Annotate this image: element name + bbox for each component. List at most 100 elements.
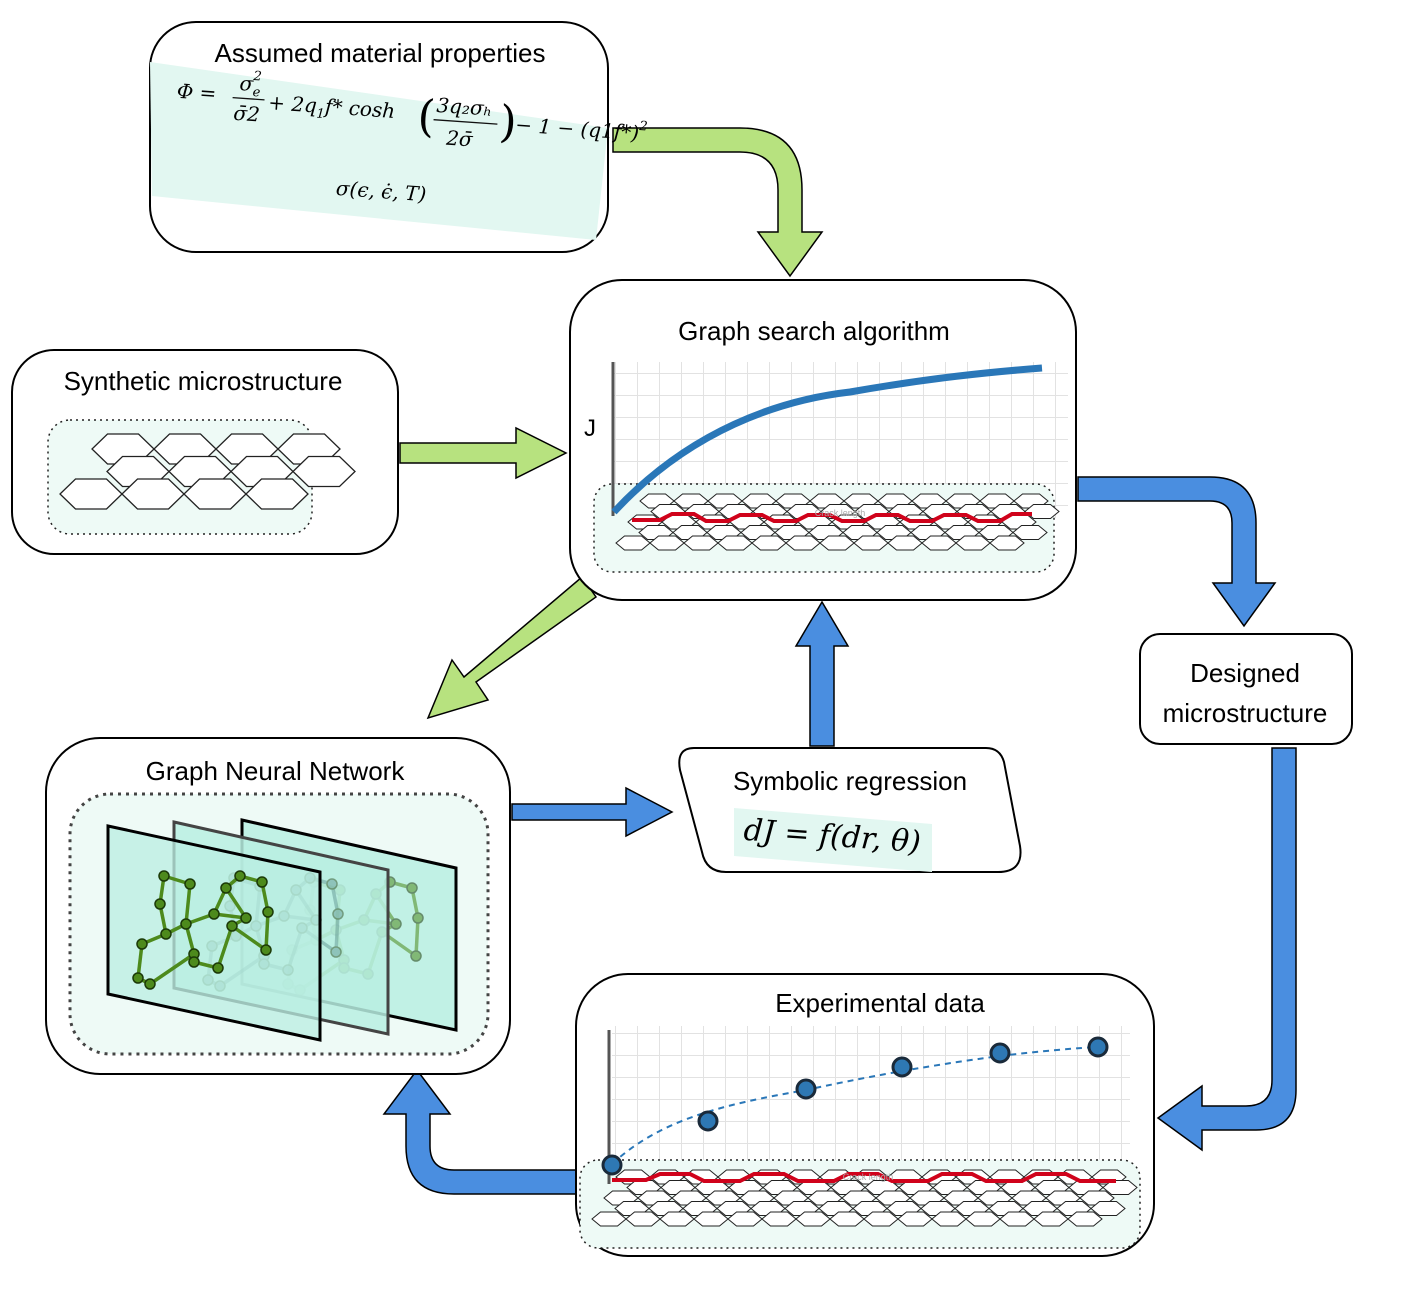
gnn-node (160, 928, 172, 940)
gnn-node (220, 882, 232, 894)
graph-search-x-label: Crack length (815, 508, 866, 518)
lattice-grain (1102, 1180, 1138, 1195)
lattice-grain (863, 1211, 899, 1227)
experimental-data-point (795, 1078, 817, 1100)
lattice-grain (717, 535, 753, 551)
graph-search-j-curve (611, 364, 1043, 515)
gnn-node (240, 912, 252, 924)
arrow-experimental-to-gnn (382, 1068, 577, 1195)
gnn-node (330, 946, 342, 958)
lattice-grain (819, 535, 855, 551)
lattice-grain (121, 478, 185, 510)
gnn-edge (184, 883, 192, 925)
gnn-node (260, 944, 272, 956)
gnn-edge (414, 917, 420, 957)
graph-search-lattice (615, 493, 1060, 551)
lattice-grain (751, 535, 787, 551)
experimental-title: Experimental data (775, 988, 985, 1018)
lattice-grain (853, 535, 889, 551)
eq1-inner-num: 3q₂σₕ (436, 93, 493, 121)
lattice-grain (183, 478, 247, 510)
gnn-edge (216, 925, 234, 969)
synthetic-lattice (59, 433, 356, 510)
eq1-term2: + 2q1f* cosh (267, 90, 396, 127)
gnn-edge (334, 913, 340, 953)
gnn-node (212, 962, 224, 974)
lattice-grain (989, 535, 1025, 551)
gnn-node (410, 950, 422, 962)
assumed-title: Assumed material properties (215, 38, 546, 68)
lattice-grain (1090, 1201, 1126, 1216)
eq1-frac-den: σ̄2 (233, 101, 261, 127)
eq1-frac-bar (232, 96, 265, 101)
assumed-equation-1: Φ = σe2 σ̄2 + 2q1f* cosh ( 3q₂σₕ 2σ̄ ) −… (176, 69, 648, 152)
gnn-node (332, 908, 344, 920)
lattice-grain (1012, 525, 1048, 540)
lattice-grain (625, 1211, 661, 1227)
experimental-x-label: Crack length (843, 1172, 894, 1182)
experimental-data-point (989, 1042, 1011, 1064)
graph-search-title: Graph search algorithm (678, 316, 950, 346)
experimental-data-point (891, 1056, 913, 1078)
arrow-synthetic-to-search (399, 426, 568, 480)
gnn-title: Graph Neural Network (146, 756, 406, 786)
lattice-grain (955, 535, 991, 551)
gnn-node (144, 978, 156, 990)
gnn-node (132, 972, 144, 984)
gnn-node (262, 906, 274, 918)
gnn-edge (264, 911, 270, 951)
arrow-symbolic-to-search (794, 600, 850, 747)
lattice-grain (1024, 504, 1060, 519)
designed-microstructure-box (1139, 633, 1353, 745)
gnn-node (136, 938, 148, 950)
lattice-grain (693, 1211, 729, 1227)
graph-search-y-label: J (584, 415, 596, 442)
gnn-node (154, 898, 166, 910)
gnn-node (412, 912, 424, 924)
lattice-grain (727, 1211, 763, 1227)
graph-search-crack-path (632, 512, 1032, 523)
gnn-node (226, 920, 238, 932)
lattice-grain (649, 535, 685, 551)
designed-title-line1: Designed (1190, 658, 1300, 688)
gnn-edge (330, 883, 340, 915)
lattice-grain (887, 535, 923, 551)
lattice-grain (1033, 1211, 1069, 1227)
eq1-inner-bar (433, 119, 498, 125)
eq1-paren-right: ) (498, 96, 519, 148)
lattice-grain (683, 535, 719, 551)
lattice-grain (59, 478, 123, 510)
gnn-edge (224, 887, 248, 919)
arrow-assumed-to-search (612, 127, 824, 278)
gnn-node (406, 882, 418, 894)
lattice-grain (829, 1211, 865, 1227)
lattice-grain (999, 1211, 1035, 1227)
experimental-data-point (1087, 1036, 1109, 1058)
lattice-grain (761, 1211, 797, 1227)
symbolic-equation-highlight (734, 808, 932, 872)
gnn-node (208, 908, 220, 920)
gnn-node (184, 878, 196, 890)
lattice-grain (292, 455, 356, 488)
lattice-grain (615, 535, 651, 551)
experimental-data-points (601, 1036, 1109, 1176)
experimental-fit-curve (611, 1046, 1099, 1165)
gnn-node (326, 878, 338, 890)
gnn-node (256, 876, 268, 888)
gnn-graph-layer-1 (132, 870, 274, 990)
lattice-grain (897, 1211, 933, 1227)
gnn-edge (230, 924, 268, 952)
lattice-grain (245, 478, 309, 510)
experimental-crack-path (612, 1172, 1116, 1183)
gnn-edge (149, 952, 195, 986)
lattice-grain (1067, 1211, 1103, 1227)
arrow-search-to-designed (1077, 476, 1277, 628)
eq1-paren-left: ( (416, 91, 437, 143)
experimental-data-point (601, 1154, 623, 1176)
lattice-grain (921, 535, 957, 551)
lattice-grain (591, 1211, 627, 1227)
arrow-search-to-gnn (426, 575, 598, 720)
experimental-grid (612, 1026, 1130, 1182)
eq1-lhs: Φ = (176, 79, 217, 106)
